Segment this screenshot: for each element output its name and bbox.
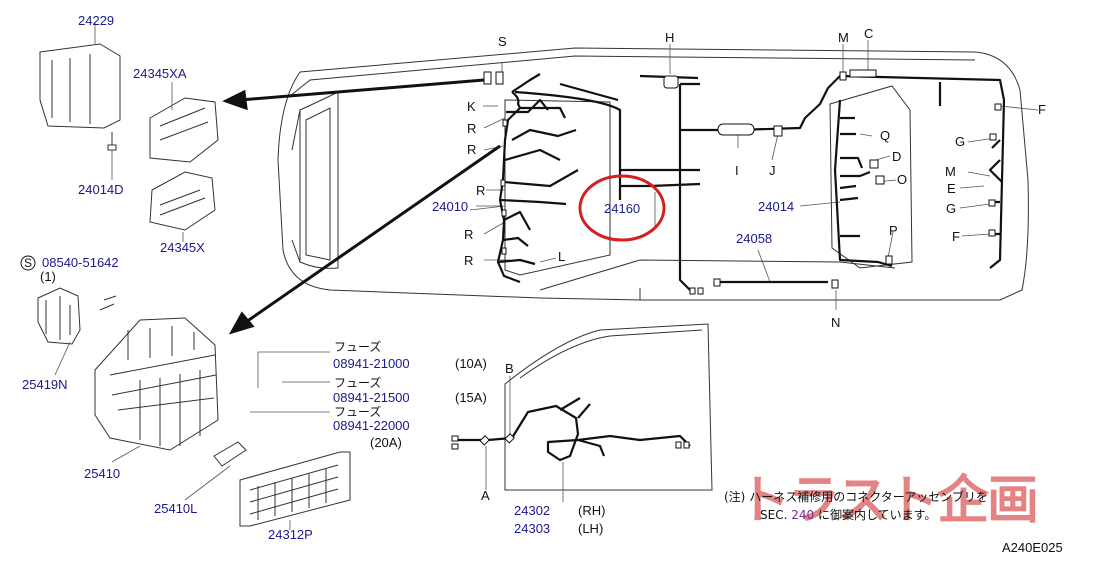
door-outline bbox=[504, 323, 713, 491]
bracket-24345X bbox=[149, 171, 216, 231]
part-24014: 24014 bbox=[758, 199, 795, 214]
part-24345XA: 24345XA bbox=[133, 66, 187, 81]
part-24010: 24010 bbox=[432, 199, 469, 214]
lh-label: (LH) bbox=[578, 521, 604, 536]
connector-s: S bbox=[498, 34, 507, 49]
diagram-code: A240E025 bbox=[1002, 540, 1063, 555]
screw-part-number: 08540-51642 bbox=[42, 255, 119, 270]
connector-a: A bbox=[481, 488, 490, 503]
part-25419N: 25419N bbox=[22, 377, 68, 392]
part-24058: 24058 bbox=[736, 231, 773, 246]
connector-l: L bbox=[558, 249, 566, 264]
fuse-1-part: 08941-21000 bbox=[333, 356, 410, 371]
connector-j: J bbox=[769, 163, 776, 178]
watermark-logo: トラスト企画 bbox=[738, 470, 1039, 531]
harness-24010 bbox=[496, 91, 522, 284]
part-24312P: 24312P bbox=[268, 527, 313, 542]
part-24302: 24302 bbox=[514, 503, 551, 518]
connector-d: D bbox=[892, 149, 902, 164]
part-24345X: 24345X bbox=[160, 240, 205, 255]
connector-r-4: R bbox=[464, 227, 474, 242]
fuse-1-rating: (10A) bbox=[455, 356, 487, 371]
connector-r-5: R bbox=[464, 253, 474, 268]
note-text-1: ハーネス補修用のコネクターアッセンブリを bbox=[749, 490, 988, 504]
connector-o: O bbox=[897, 172, 908, 187]
part-24160: 24160 bbox=[604, 201, 641, 216]
fuse-2-rating: (15A) bbox=[455, 390, 487, 405]
connector-m-2: M bbox=[945, 164, 956, 179]
connector-r-3: R bbox=[476, 183, 486, 198]
connector-f-2: F bbox=[952, 229, 960, 244]
connector-h: H bbox=[665, 30, 675, 45]
car-body-outline bbox=[277, 47, 1029, 301]
connector-r-2: R bbox=[467, 142, 477, 157]
fuse-2-part: 08941-21500 bbox=[333, 390, 410, 405]
fuse-cover-outline bbox=[239, 451, 351, 527]
s-mark: S bbox=[24, 256, 33, 270]
fuse-3-part: 08941-22000 bbox=[333, 418, 410, 433]
note-line-2: SEC. 240 に御案内しています。 bbox=[760, 508, 936, 523]
s-mark-circle bbox=[20, 255, 36, 271]
connector-e: E bbox=[947, 181, 956, 196]
fuse-2-label: フューズ bbox=[334, 376, 382, 390]
harness-24302 bbox=[455, 397, 691, 462]
part-24303: 24303 bbox=[514, 521, 551, 536]
harness-24160-main bbox=[514, 74, 1006, 291]
connector-f-1: F bbox=[1038, 102, 1046, 117]
note-prefix: (注) bbox=[724, 490, 746, 504]
connector-c: C bbox=[864, 26, 874, 41]
fuse-box-outline bbox=[94, 317, 219, 451]
note-sec-number: 240 bbox=[791, 508, 815, 522]
fuse-1-label: フューズ bbox=[334, 340, 382, 354]
note-sec: SEC. bbox=[760, 508, 788, 522]
connector-g-2: G bbox=[946, 201, 957, 216]
fuse-3-label: フューズ bbox=[334, 405, 382, 419]
fuse-3-rating: (20A) bbox=[370, 435, 402, 450]
note-text-2: に御案内しています。 bbox=[817, 508, 937, 522]
rh-label: (RH) bbox=[578, 503, 606, 518]
connector-i: I bbox=[735, 163, 739, 178]
arrow-to-relay-bracket bbox=[239, 78, 485, 102]
connector-m-1: M bbox=[838, 30, 849, 45]
connector-g-1: G bbox=[955, 134, 966, 149]
part-25410L: 25410L bbox=[154, 501, 198, 516]
connector-q: Q bbox=[880, 128, 891, 143]
part-24229: 24229 bbox=[78, 13, 115, 28]
connector-p: P bbox=[889, 223, 898, 238]
connector-n: N bbox=[831, 315, 841, 330]
connector-b: B bbox=[505, 361, 514, 376]
part-25410: 25410 bbox=[84, 466, 121, 481]
bracket-24345XA bbox=[149, 97, 219, 163]
connector-k: K bbox=[467, 99, 476, 114]
note-line-1: (注) ハーネス補修用のコネクターアッセンブリを bbox=[724, 490, 988, 505]
arrow-to-fuse-box bbox=[245, 144, 501, 324]
connector-r-1: R bbox=[467, 121, 477, 136]
part-24014D: 24014D bbox=[78, 182, 124, 197]
bracket-24229 bbox=[39, 43, 121, 129]
highlight-circle-24160 bbox=[578, 174, 666, 242]
screw-quantity: (1) bbox=[40, 269, 56, 284]
